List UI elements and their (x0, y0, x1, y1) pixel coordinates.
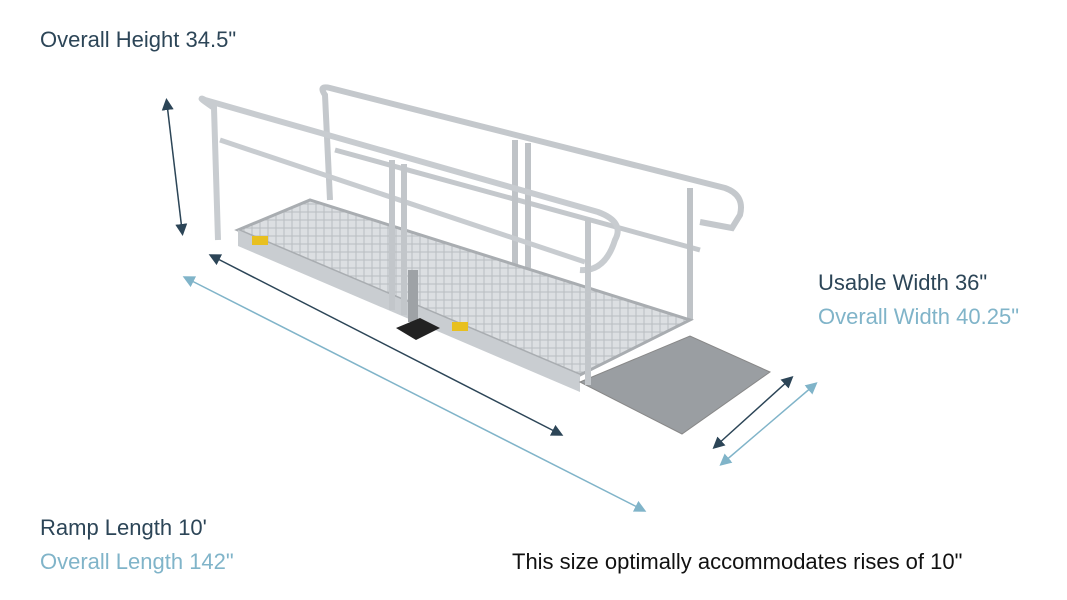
ramp-illustration (198, 84, 772, 435)
overall-length-arrow (182, 276, 647, 512)
usable-width-label: Usable Width 36" (818, 270, 988, 295)
rise-note: This size optimally accommodates rises o… (512, 549, 963, 574)
overall-width-arrow (719, 382, 818, 466)
overall-length-label: Overall Length 142" (40, 549, 234, 574)
height-arrow (161, 98, 188, 236)
ramp-length-label: Ramp Length 10' (40, 515, 207, 540)
overall-width-label: Overall Width 40.25" (818, 304, 1020, 329)
overall-height-label: Overall Height 34.5" (40, 27, 237, 52)
